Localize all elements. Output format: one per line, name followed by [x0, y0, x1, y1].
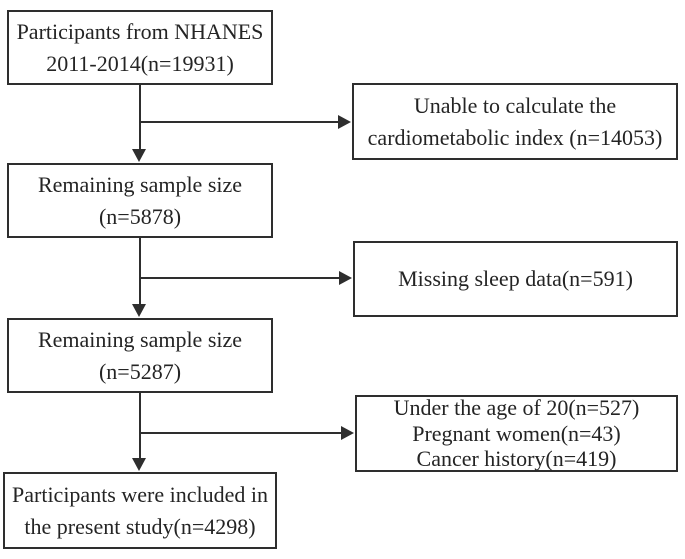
exclusion-box-other-exclusions: Under the age of 20(n=527) Pregnant wome…: [355, 395, 678, 472]
flow-box-included-4298: Participants were included in the presen…: [3, 472, 277, 549]
arrow-right-icon: [339, 271, 352, 285]
exclusion-box-text-line: Cancer history(n=419): [416, 446, 617, 472]
exclusion-box-text-line: Pregnant women(n=43): [412, 420, 621, 446]
arrow-down-icon: [132, 149, 146, 162]
flow-box-text-line: the present study(n=4298): [24, 513, 256, 539]
flow-box-text-line: (n=5287): [98, 358, 182, 384]
arrow-down-icon: [132, 304, 146, 317]
exclusion-box-text-line: cardiometabolic index (n=14053): [367, 124, 663, 150]
arrow-right-icon: [338, 115, 351, 129]
exclusion-box-cardiometabolic-index: Unable to calculate the cardiometabolic …: [352, 83, 678, 160]
flow-box-remaining-5878: Remaining sample size (n=5878): [7, 163, 273, 238]
connector-line-horizontal-3: [140, 432, 341, 434]
flow-box-text-line: Remaining sample size: [37, 172, 243, 198]
flow-box-text-line: Participants were included in: [12, 482, 268, 508]
flow-box-participants-nhanes: Participants from NHANES 2011-2014(n=199…: [7, 10, 273, 85]
flow-box-text-line: 2011-2014(n=19931): [46, 50, 234, 76]
flow-box-remaining-5287: Remaining sample size (n=5287): [7, 318, 273, 393]
connector-line-horizontal-2: [140, 277, 339, 279]
arrow-down-icon: [132, 458, 146, 471]
arrow-right-icon: [341, 426, 354, 440]
flow-box-text-line: (n=5878): [98, 203, 182, 229]
exclusion-box-text-line: Under the age of 20(n=527): [393, 395, 640, 421]
connector-line-vertical-1: [139, 85, 141, 150]
exclusion-box-text-line: Unable to calculate the: [413, 93, 617, 119]
flow-box-text-line: Remaining sample size: [37, 327, 243, 353]
flow-box-text-line: Participants from NHANES: [16, 19, 264, 45]
exclusion-box-missing-sleep: Missing sleep data(n=591): [353, 241, 678, 317]
exclusion-box-text-line: Missing sleep data(n=591): [398, 266, 633, 292]
connector-line-vertical-2: [139, 238, 141, 305]
connector-line-horizontal-1: [140, 121, 338, 123]
connector-line-vertical-3: [139, 393, 141, 459]
